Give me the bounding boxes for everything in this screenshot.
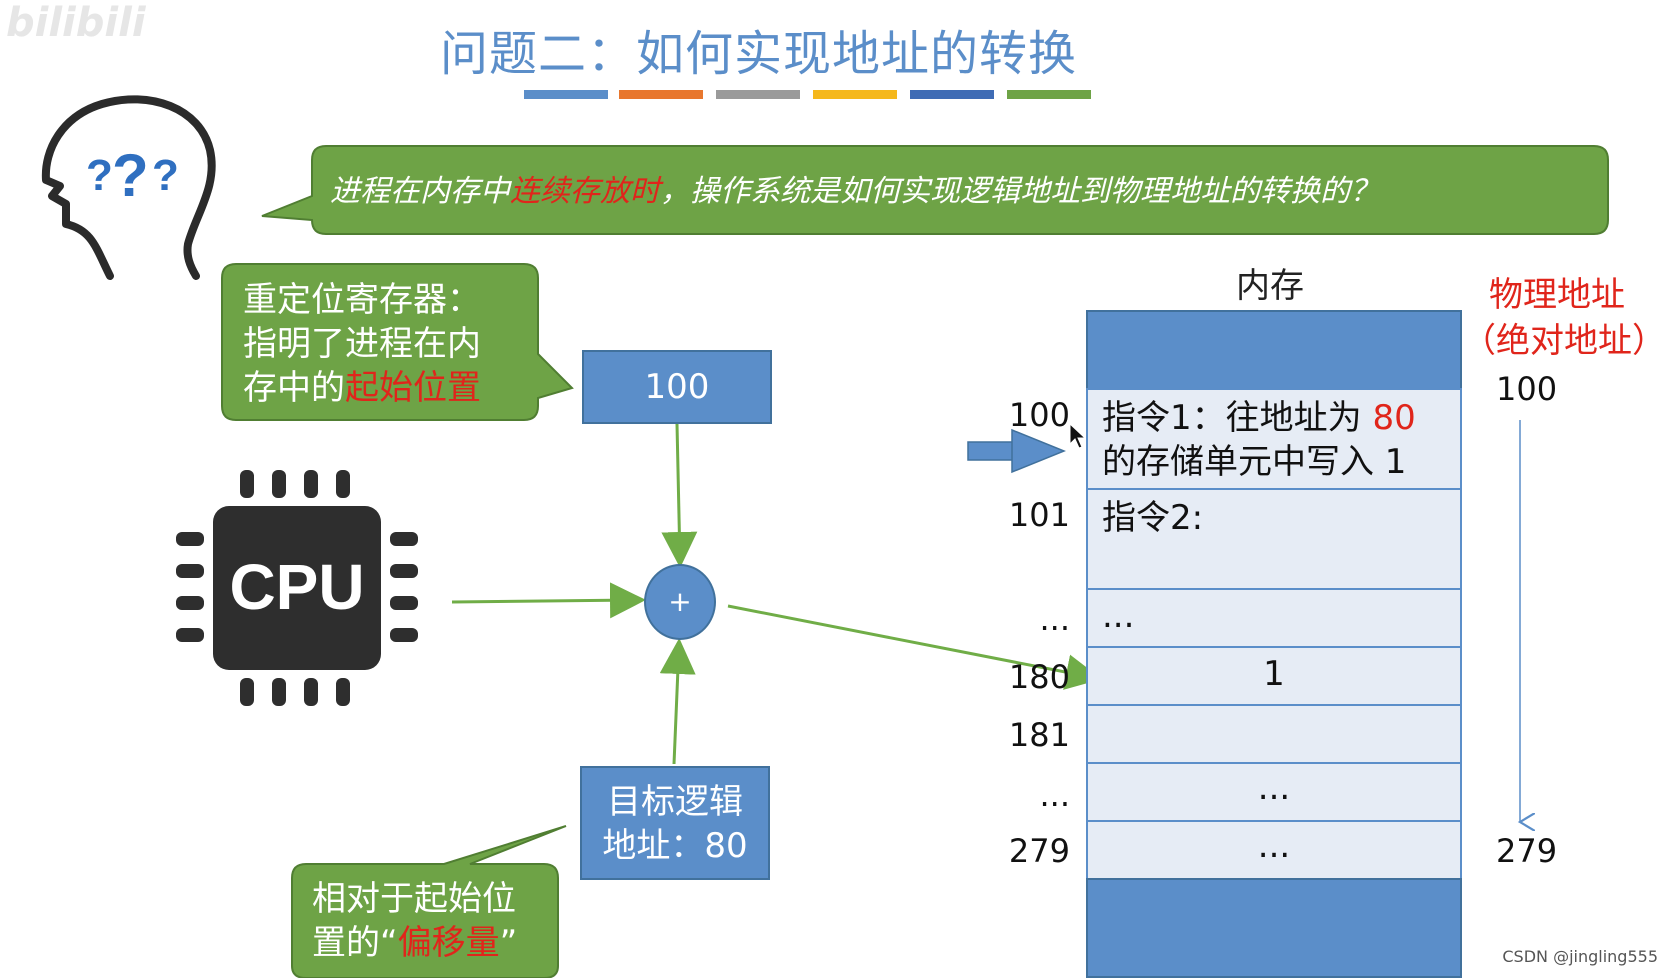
memory-cell-ellipsis-2: ... (1086, 762, 1462, 822)
thinking-head-icon: ? ? ? (41, 95, 216, 280)
logical-address-line1: 目标逻辑 (607, 782, 743, 822)
memory-bottom-block (1086, 878, 1462, 978)
addr-label-100: 100 (1008, 396, 1070, 434)
cell-100-line1-prefix: 指令1：往地址为 (1102, 398, 1373, 438)
question-part2: ，操作系统是如何实现逻辑地址到物理地址的转换的？ (660, 174, 1380, 209)
cell-ellipsis-2-text: ... (1257, 768, 1291, 808)
title-underline-3 (716, 90, 800, 99)
rr-line1: 重定位寄存器： (243, 280, 481, 320)
watermark-credit: CSDN @jingling555 (1502, 947, 1658, 966)
logical-address-line2: 地址：80 (602, 826, 748, 866)
question-text: 进程在内存中连续存放时，操作系统是如何实现逻辑地址到物理地址的转换的？ (330, 166, 1580, 210)
cpu-chip (213, 506, 381, 670)
question-banner (261, 145, 1609, 235)
memory-top-block (1086, 310, 1462, 390)
addr-label-180: 180 (1008, 658, 1070, 696)
question-part1: 进程在内存中 (330, 174, 510, 209)
title-underline-5 (910, 90, 994, 99)
memory-cell-180: 1 (1086, 646, 1462, 706)
start-pointer-arrow (967, 428, 1067, 474)
cell-100-line2: 的存储单元中写入 1 (1102, 442, 1407, 482)
relocation-register-box: 100 (582, 350, 772, 424)
offset-line2-suffix: ” (499, 923, 518, 963)
offset-line2-prefix: 置的“ (312, 923, 398, 963)
arrow-adder-to-memory (727, 604, 1102, 690)
offset-callout-text: 相对于起始位 置的“偏移量” (312, 877, 552, 965)
question-highlight: 连续存放时 (510, 174, 660, 209)
mouse-cursor-icon (1069, 422, 1087, 449)
memory-cell-ellipsis-1: ... (1086, 588, 1462, 648)
logical-address-box: 目标逻辑 地址：80 (580, 766, 770, 880)
arrow-register-to-adder (661, 423, 698, 568)
cpu-icon (176, 470, 418, 706)
title-underline-6 (1007, 90, 1091, 99)
physical-start-label: 100 (1496, 370, 1558, 408)
cell-100-line1: 指令1：往地址为 80 (1102, 396, 1416, 440)
rr-line2: 指明了进程在内 (243, 324, 481, 364)
addr-label-279: 279 (1008, 832, 1070, 870)
cell-ellipsis-1-text: ... (1102, 596, 1135, 636)
offset-line2-highlight: 偏移量 (397, 923, 500, 963)
cell-279-text: ... (1257, 826, 1291, 866)
offset-line1: 相对于起始位 (312, 879, 516, 919)
arrow-cpu-to-adder (451, 582, 646, 619)
adder-node: + (644, 564, 716, 640)
memory-cell-101: 指令2: (1086, 488, 1462, 590)
cell-100-line1-highlight: 80 (1372, 398, 1416, 438)
physical-end-label: 279 (1496, 832, 1558, 870)
arrow-logical-to-adder (659, 638, 696, 765)
cell-101-text: 指令2: (1102, 498, 1204, 538)
memory-cell-100: 指令1：往地址为 80 的存储单元中写入 1 (1086, 388, 1462, 490)
svg-text:?: ? (86, 151, 113, 200)
physical-address-title-line1: 物理地址 (1489, 275, 1625, 315)
cell-100-text: 指令1：往地址为 80 的存储单元中写入 1 (1102, 396, 1416, 484)
svg-text:?: ? (112, 142, 149, 209)
relocation-register-callout (221, 263, 574, 421)
addr-label-ellipsis-2: ... (1039, 776, 1070, 814)
memory-cell-279: ... (1086, 820, 1462, 880)
title-underline-2 (619, 90, 703, 99)
watermark-logo: bilibili (6, 0, 146, 46)
relocation-register-text: 重定位寄存器： 指明了进程在内 存中的起始位置 (243, 278, 513, 410)
rr-line3: 存中的起始位置 (243, 366, 513, 410)
addr-label-ellipsis-1: ... (1039, 600, 1070, 638)
rr-line3-prefix: 存中的 (243, 368, 345, 408)
offset-line2: 置的“偏移量” (312, 921, 552, 965)
svg-text:?: ? (152, 151, 179, 200)
cpu-label: CPU (229, 551, 365, 623)
cell-180-text: 1 (1263, 654, 1285, 694)
addr-label-101: 101 (1008, 496, 1070, 534)
title-underline-1 (524, 90, 608, 99)
rr-line3-highlight: 起始位置 (345, 368, 481, 408)
title-underline-4 (813, 90, 897, 99)
page-title: 问题二：如何实现地址的转换 (440, 26, 1078, 82)
memory-cell-181 (1086, 704, 1462, 764)
physical-address-title-line2: （绝对地址） (1462, 321, 1666, 361)
addr-label-181: 181 (1008, 716, 1070, 754)
memory-title: 内存 (1236, 266, 1304, 306)
physical-address-title: 物理地址 （绝对地址） (1462, 272, 1666, 364)
